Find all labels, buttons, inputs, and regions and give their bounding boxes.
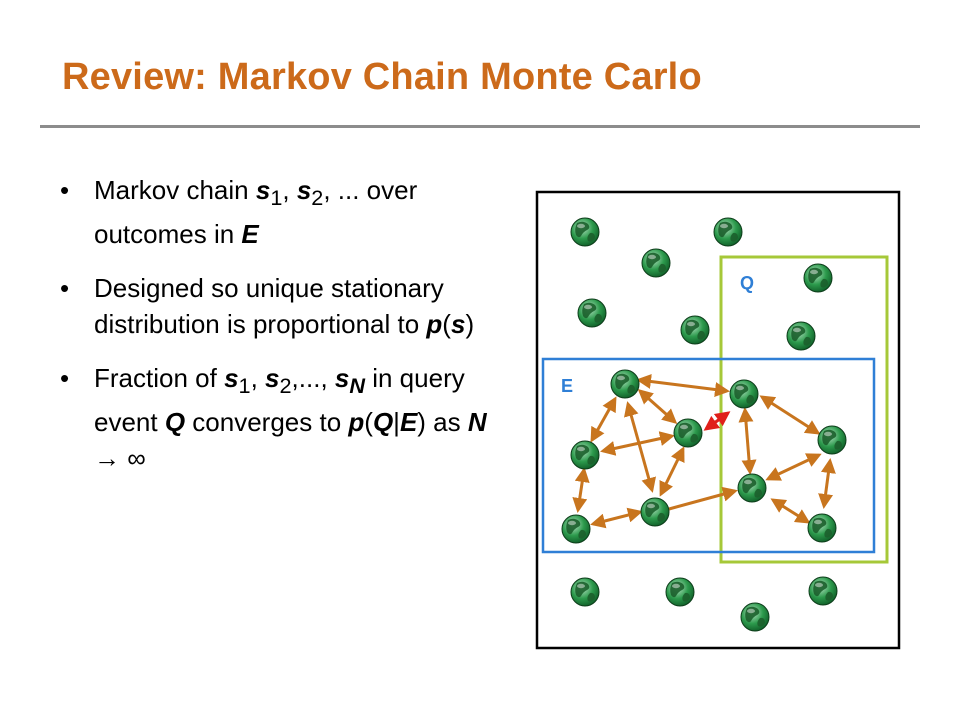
- globe-icon: [729, 379, 759, 409]
- transition-arrow: [590, 507, 643, 529]
- globe-icon: [641, 248, 671, 278]
- query-region-label: Q: [740, 273, 754, 293]
- transition-arrow: [600, 431, 675, 456]
- globe-icon: [570, 577, 600, 607]
- globe-icon: [680, 315, 710, 345]
- bullet-dot: •: [60, 175, 70, 205]
- globe-icon: [610, 369, 640, 399]
- globe-icon: [740, 602, 770, 632]
- transition-arrow: [770, 498, 811, 524]
- globe-icon: [786, 321, 816, 351]
- globe-icon: [561, 514, 591, 544]
- bullet-dot: •: [60, 363, 70, 394]
- bullet-text: Fraction of s1, s2,..., sN in query even…: [94, 363, 487, 474]
- outcome-space-frame: [535, 190, 901, 650]
- bullet-dot: •: [60, 273, 70, 304]
- bullet-list: • Markov chain s1, s2, ... over outcomes…: [60, 172, 510, 494]
- bullet-item-fraction: • Fraction of s1, s2,..., sN in query ev…: [60, 360, 510, 476]
- transition-arrow: [759, 395, 821, 435]
- globe-icon: [817, 425, 847, 455]
- globe-icon: [673, 418, 703, 448]
- transition-arrow: [765, 453, 822, 481]
- transition-arrow: [637, 389, 678, 424]
- globe-icon: [713, 217, 743, 247]
- globe-icon: [808, 576, 838, 606]
- bullet-text: Designed so unique stationary distributi…: [94, 273, 475, 340]
- title-divider: [40, 125, 920, 128]
- bullet-text: Markov chain s1, s2, ... over outcomes i…: [94, 175, 418, 250]
- transition-arrow: [624, 401, 656, 493]
- bullet-item-stationary: • Designed so unique stationary distribu…: [60, 270, 510, 342]
- transition-arrow: [659, 446, 685, 497]
- transition-arrow: [636, 374, 730, 397]
- globe-icon: [737, 473, 767, 503]
- globe-icon: [807, 513, 837, 543]
- transition-arrow: [738, 407, 757, 475]
- highlighted-transition-arrow: [703, 411, 731, 431]
- transition-arrow: [590, 396, 617, 443]
- globe-icon: [640, 497, 670, 527]
- transition-arrow: [818, 458, 836, 509]
- globe-icon: [803, 263, 833, 293]
- globe-icon: [665, 577, 695, 607]
- transition-arrow: [572, 467, 590, 513]
- bullet-item-chain: • Markov chain s1, s2, ... over outcomes…: [60, 172, 510, 252]
- globe-icon: [570, 440, 600, 470]
- query-region-box: [719, 255, 889, 564]
- transition-arrow: [668, 486, 738, 511]
- evidence-region-label: E: [561, 376, 573, 396]
- globe-icon: [570, 217, 600, 247]
- globe-icon: [577, 298, 607, 328]
- slide-title: Review: Markov Chain Monte Carlo: [62, 56, 702, 98]
- evidence-region-box: [541, 357, 876, 554]
- transition-arrows: [572, 374, 836, 529]
